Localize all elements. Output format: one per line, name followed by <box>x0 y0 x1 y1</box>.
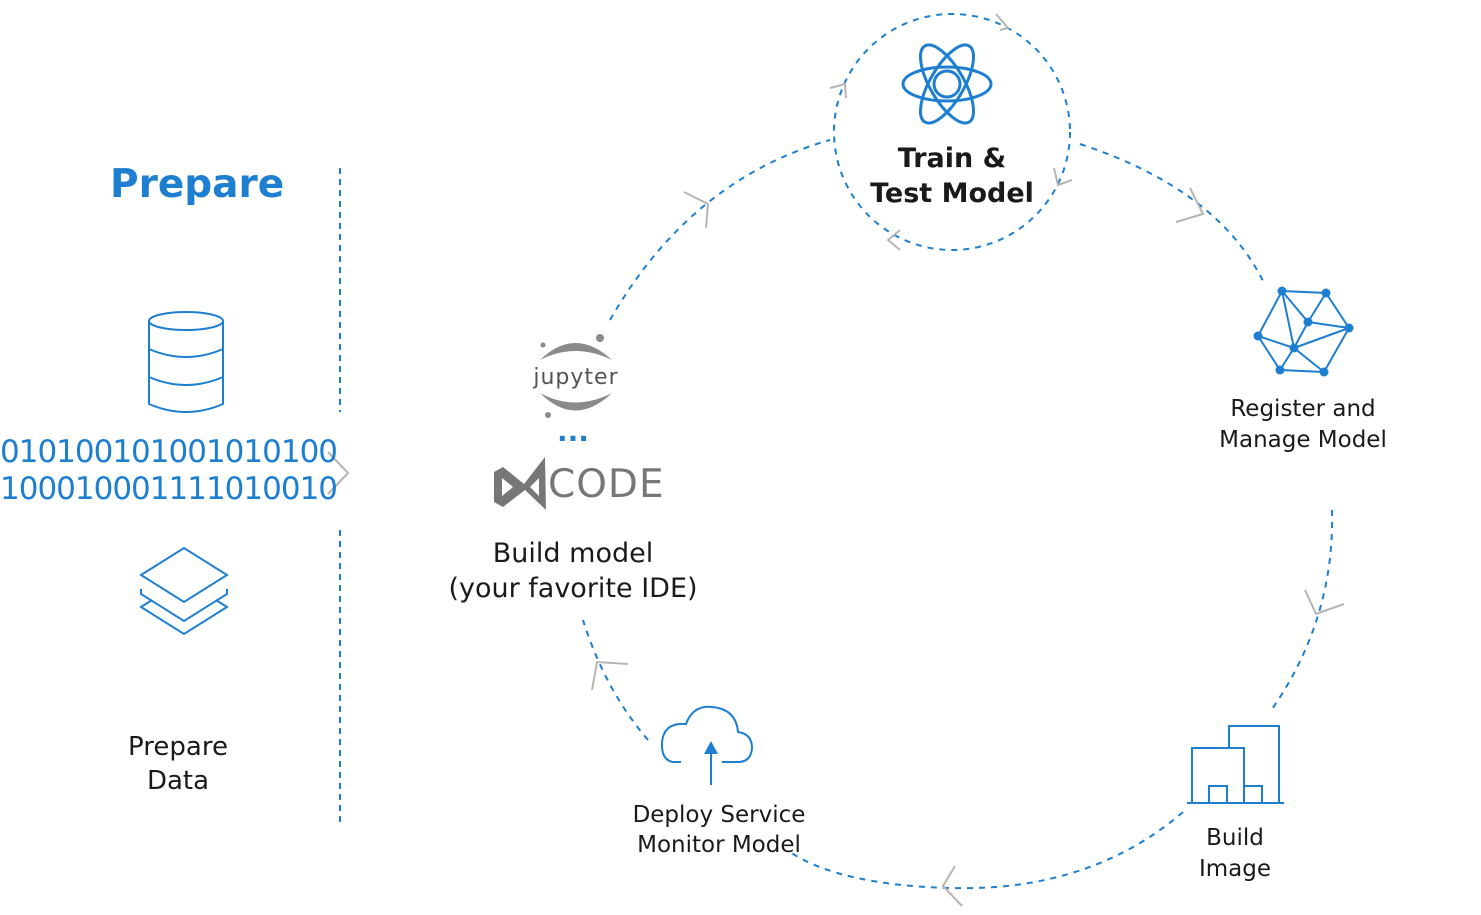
atom-icon <box>901 43 993 125</box>
arrow-icon <box>995 13 1010 31</box>
arc-build-train <box>609 139 831 321</box>
arrow-icon <box>886 229 901 251</box>
build-model-label-2: (your favorite IDE) <box>448 573 698 604</box>
train-label-1: Train & <box>897 143 1007 174</box>
arrow-icon <box>683 191 710 229</box>
prepare-data-label-2: Data <box>146 766 210 796</box>
arrow-icon <box>1053 167 1073 187</box>
jupyter-text: jupyter <box>533 365 619 390</box>
layers-icon <box>139 546 229 636</box>
deploy-label-1: Deploy Service <box>632 802 806 828</box>
arrow-icon <box>941 865 963 907</box>
build-image-label-2: Image <box>1198 856 1272 882</box>
cycle-path <box>582 139 1334 890</box>
arc-deploy-build <box>582 619 649 741</box>
vscode-logo-icon <box>494 457 546 510</box>
cycle-arrows <box>327 13 1345 907</box>
arrow-icon <box>829 82 847 99</box>
cloud-upload-icon <box>660 705 754 785</box>
ellipsis-text: ... <box>557 415 589 448</box>
arc-image-deploy <box>789 811 1184 890</box>
deploy-label-2: Monitor Model <box>637 832 801 858</box>
prepare-heading: Prepare <box>110 162 285 207</box>
arrow-icon <box>1304 589 1345 616</box>
prepare-data-label-1: Prepare <box>128 732 228 762</box>
arc-register-image <box>1269 509 1334 713</box>
train-circle <box>833 13 1071 251</box>
arrow-icon <box>591 660 629 691</box>
binary-line-2: 100010001111010010 <box>0 471 338 507</box>
register-label-1: Register and <box>1230 396 1376 422</box>
binary-line-1: 01010010100101010‌0 <box>0 434 338 470</box>
arc-train-register <box>1079 143 1266 286</box>
database-icon <box>148 311 224 413</box>
register-label-2: Manage Model <box>1219 427 1387 453</box>
arrow-icon <box>1175 187 1205 223</box>
arrow-icon <box>327 451 350 495</box>
network-icon <box>1253 286 1354 377</box>
build-model-label-1: Build model <box>492 538 654 569</box>
building-icon <box>1187 725 1284 804</box>
build-image-label-1: Build <box>1206 825 1264 851</box>
jupyter-logo-icon <box>540 334 612 418</box>
train-label-2: Test Model <box>870 178 1034 209</box>
vscode-text: CODE <box>548 462 665 507</box>
